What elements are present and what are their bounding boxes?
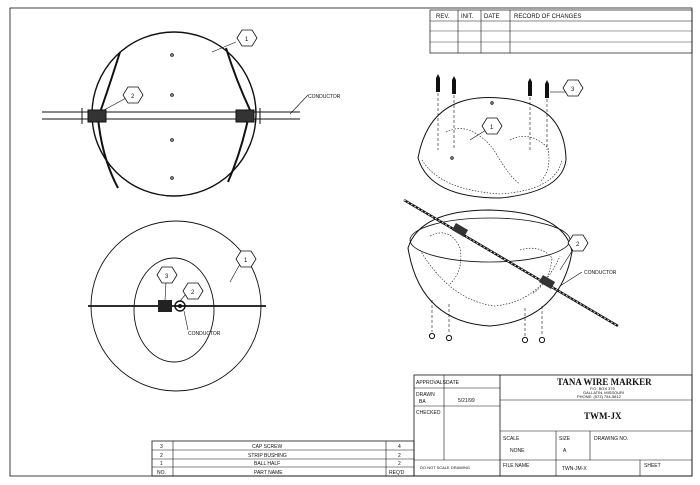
cap-screws-top — [436, 74, 549, 150]
rev-header: REV. — [436, 14, 450, 20]
callout-label-side-1: 1 — [244, 258, 248, 264]
drawn-date: 5/21/99 — [458, 398, 475, 404]
callout-hex-iso-3 — [562, 79, 584, 97]
callout-label-side-2: 2 — [191, 290, 195, 296]
callout-hex-iso-1 — [481, 117, 503, 135]
conductor-label-side: CONDUCTOR — [188, 331, 221, 337]
title-block: APPROVALS DATE DRAWN BA 5/21/99 CHECKED … — [413, 374, 693, 477]
company-name: TANA WIRE MARKER — [557, 377, 652, 387]
drawn-by: BA — [419, 399, 426, 405]
company-phone: PHONE: (573) 754-3812 — [577, 394, 622, 399]
part-qty: 2 — [398, 461, 401, 467]
callout-label-2: 2 — [131, 94, 135, 100]
lower-bowl — [407, 209, 573, 327]
part-name: STRIP BUSHING — [248, 453, 287, 459]
checked-label: CHECKED — [416, 410, 441, 416]
upper-dome — [417, 97, 567, 199]
part-no: 1 — [160, 461, 163, 467]
parts-row: 3 CAP SCREW 4 — [160, 444, 401, 450]
sheet-label: SHEET — [644, 463, 661, 469]
conductor-label-top: CONDUCTOR — [308, 94, 341, 100]
part-no: 3 — [160, 444, 163, 450]
part-qty: 4 — [398, 444, 401, 450]
date-label: DATE — [446, 380, 460, 386]
parts-list: 3 CAP SCREW 4 2 STRIP BUSHING 2 1 BALL H… — [151, 440, 415, 477]
parts-row: 2 STRIP BUSHING 2 — [160, 453, 401, 459]
drawn-label: DRAWN — [416, 392, 435, 398]
scale-label: SCALE — [503, 436, 520, 442]
part-qty: 2 — [398, 453, 401, 459]
callout-label-iso-1: 1 — [490, 125, 494, 131]
file-name: TWN-JM-X — [562, 466, 587, 472]
bushing-left — [87, 109, 107, 123]
callout-hex-side-3 — [156, 266, 178, 284]
callout-hex-side-1 — [235, 250, 257, 268]
record-of-changes-header: RECORD OF CHANGES — [514, 14, 581, 20]
parts-header-name: PART NAME — [254, 470, 283, 476]
approvals-label: APPROVALS — [416, 380, 447, 386]
callout-hex-1 — [236, 29, 258, 47]
file-name-label: FILE NAME — [503, 463, 530, 469]
init-header: INIT. — [461, 14, 474, 20]
company-address-1: P.O. BOX 370 — [590, 386, 616, 391]
conductor-label-iso: CONDUCTOR — [584, 270, 617, 276]
company-address-2: GALLATIN, MISSOURI — [583, 390, 624, 395]
callout-label-iso-2: 2 — [576, 242, 580, 248]
side-view: 1 3 2 CONDUCTOR — [88, 220, 266, 392]
parts-row: 1 BALL HALF 2 — [160, 461, 401, 467]
bushing-right — [235, 109, 255, 123]
isometric-view: 3 1 2 CONDUCTOR — [403, 74, 619, 344]
callout-hex-side-2 — [182, 282, 204, 300]
callout-hex-2 — [122, 86, 144, 104]
drawing-title: TWM-JX — [584, 411, 622, 421]
callout-label-iso-3: 3 — [571, 87, 575, 93]
size-value: A — [563, 448, 567, 454]
scale-note: DO NOT SCALE DRAWING — [420, 465, 470, 470]
callout-label-side-3: 3 — [165, 274, 169, 280]
cap-screws-bottom — [428, 300, 546, 344]
callout-hex-iso-2 — [567, 234, 589, 252]
part-no: 2 — [160, 453, 163, 459]
parts-header-qty: REQ'D — [389, 470, 405, 476]
part-name: CAP SCREW — [252, 444, 282, 450]
part-name: BALL HALF — [254, 461, 280, 467]
date-header: DATE — [484, 14, 500, 20]
parts-header-no: NO. — [157, 470, 166, 476]
side-bushing — [158, 300, 172, 312]
revision-block: REV. INIT. DATE RECORD OF CHANGES — [429, 9, 693, 54]
side-inner-ellipse — [133, 257, 215, 363]
top-view: 1 2 CONDUCTOR — [42, 29, 341, 197]
scale-value: NONE — [510, 448, 525, 454]
callout-label-1: 1 — [245, 37, 249, 43]
drawing-no-label: DRAWING NO. — [594, 436, 628, 442]
size-label: SIZE — [559, 436, 571, 442]
